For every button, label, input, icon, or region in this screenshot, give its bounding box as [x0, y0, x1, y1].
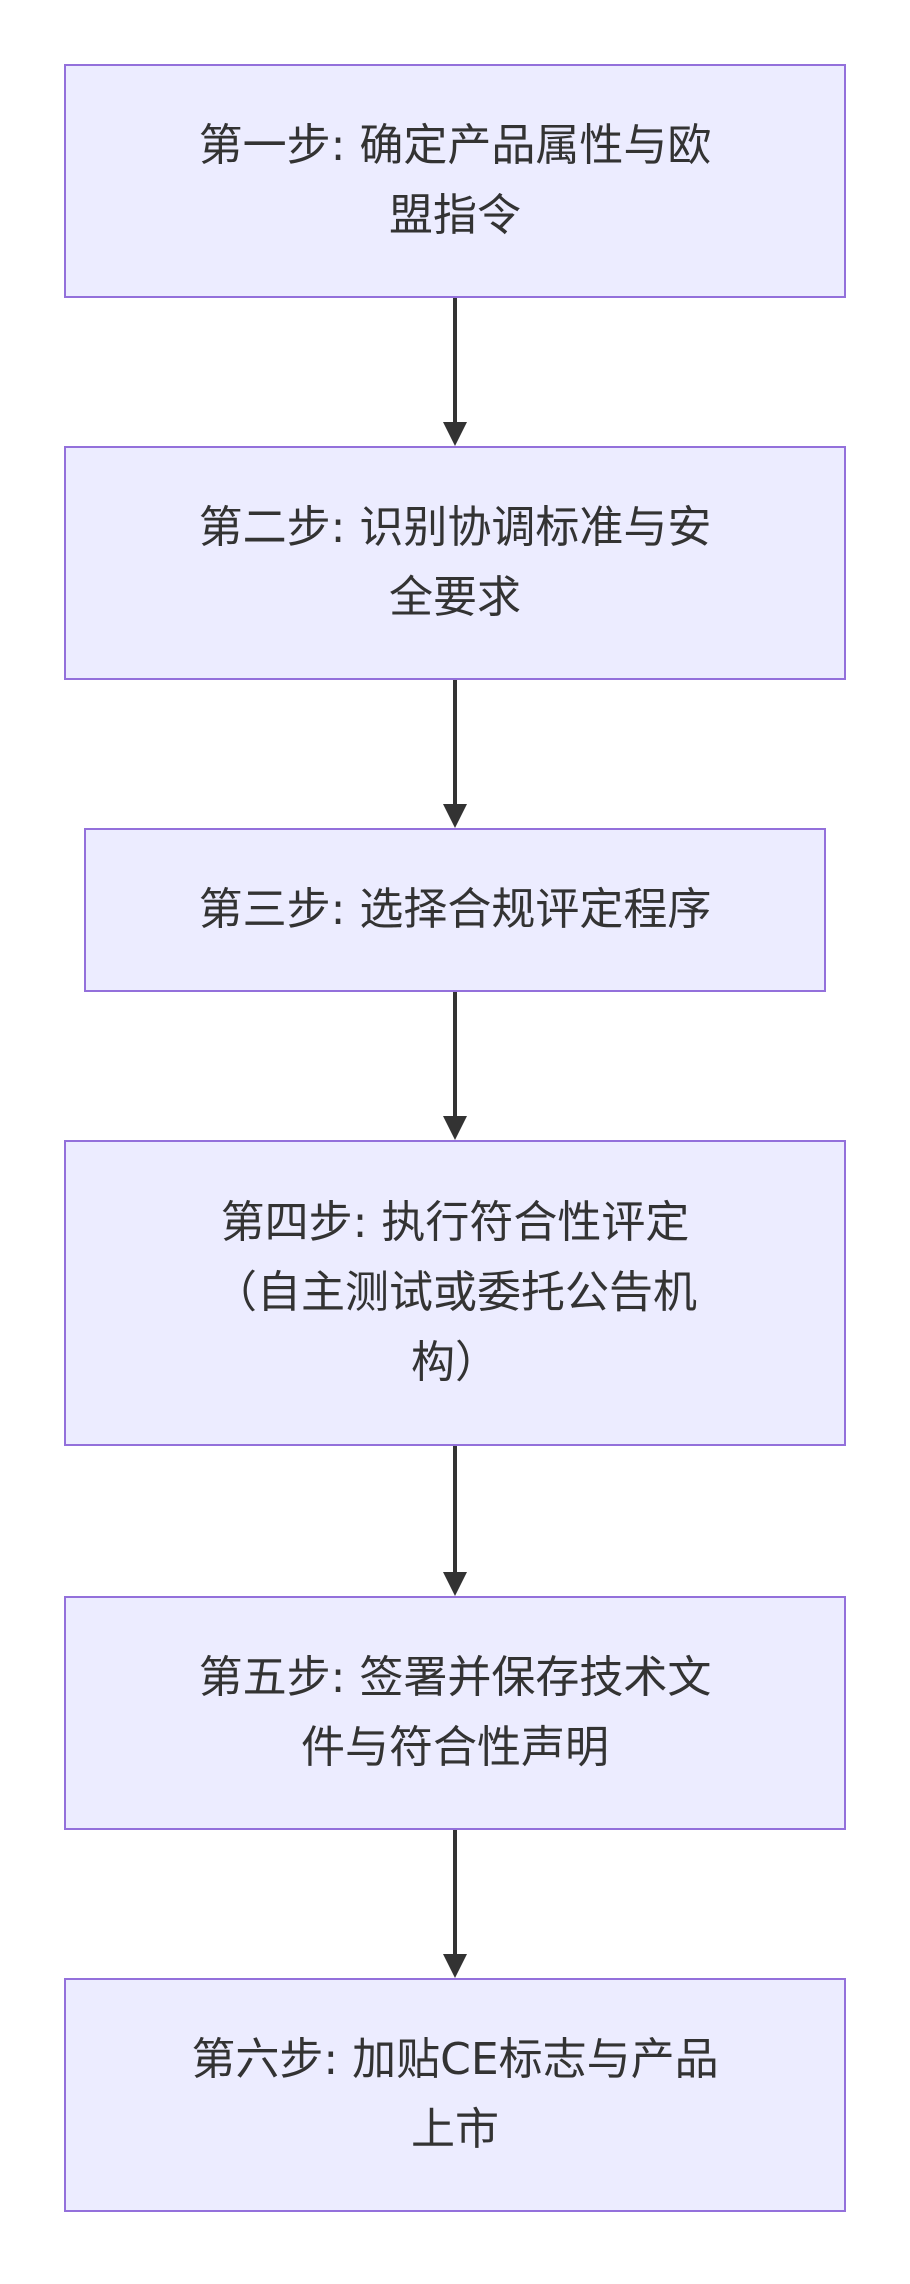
step-1-node: 第一步: 确定产品属性与欧 盟指令	[64, 64, 846, 298]
arrowhead-5-6	[443, 1954, 467, 1978]
step-3-label: 第三步: 选择合规评定程序	[198, 884, 712, 935]
step-4-node: 第四步: 执行符合性评定 （自主测试或委托公告机 构）	[64, 1140, 846, 1446]
step-5-label: 第五步: 签署并保存技术文 件与符合性声明	[198, 1652, 712, 1773]
edge-4-5	[453, 1446, 457, 1572]
step-6-node: 第六步: 加贴CE标志与产品 上市	[64, 1978, 846, 2212]
edge-2-3	[453, 680, 457, 804]
step-2-node: 第二步: 识别协调标准与安 全要求	[64, 446, 846, 680]
step-2-label: 第二步: 识别协调标准与安 全要求	[198, 502, 712, 623]
step-1-label: 第一步: 确定产品属性与欧 盟指令	[198, 120, 712, 241]
edge-1-2	[453, 298, 457, 422]
edge-3-4	[453, 992, 457, 1116]
arrowhead-2-3	[443, 804, 467, 828]
step-3-node: 第三步: 选择合规评定程序	[84, 828, 826, 992]
step-4-label: 第四步: 执行符合性评定 （自主测试或委托公告机 构）	[213, 1197, 697, 1388]
edge-5-6	[453, 1830, 457, 1954]
step-6-label: 第六步: 加贴CE标志与产品 上市	[191, 2034, 719, 2155]
arrowhead-3-4	[443, 1116, 467, 1140]
step-5-node: 第五步: 签署并保存技术文 件与符合性声明	[64, 1596, 846, 1830]
arrowhead-4-5	[443, 1572, 467, 1596]
arrowhead-1-2	[443, 422, 467, 446]
